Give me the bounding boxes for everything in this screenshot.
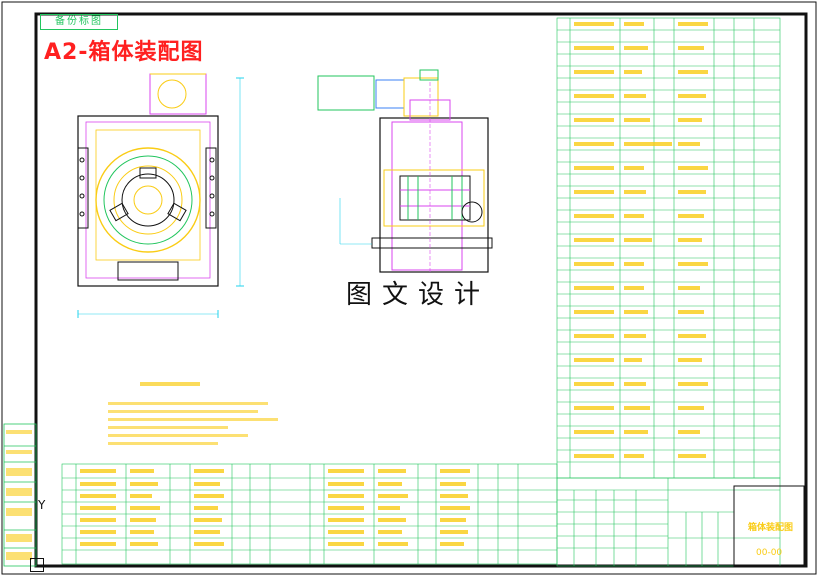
title-block [556, 477, 805, 567]
y-axis-label: Y [38, 498, 46, 512]
parts-list-right [556, 17, 781, 479]
corner-stamp: 备份标图 [40, 14, 118, 30]
side-view [317, 69, 493, 280]
parts-list-bottom [61, 463, 558, 565]
parts-list-bottom-text [80, 469, 470, 546]
front-view [77, 73, 244, 318]
watermark-text: 图文设计 [342, 274, 495, 311]
technical-notes [108, 382, 278, 445]
ucs-icon [30, 558, 44, 572]
left-margin-blocks [3, 423, 37, 567]
title-block-name: 箱体装配图 [748, 523, 794, 533]
title-block-code: 00-00 [756, 548, 783, 558]
parts-list-right-text [574, 22, 708, 458]
drawing-title: A2-箱体装配图 [44, 40, 204, 65]
